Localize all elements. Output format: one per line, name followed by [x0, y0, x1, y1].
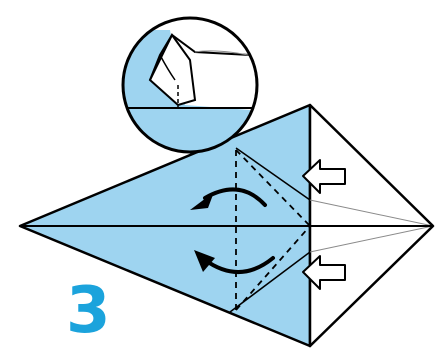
- step-number: 3: [66, 276, 136, 346]
